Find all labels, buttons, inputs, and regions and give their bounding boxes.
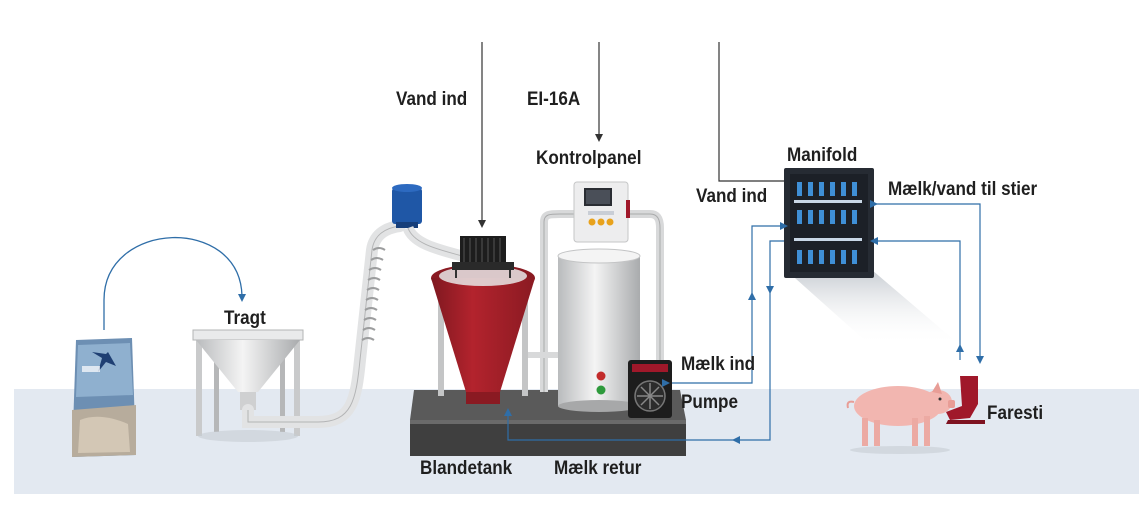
label-vand-ind-top: Vand ind [396, 89, 468, 110]
milk-circuit-lines [507, 203, 981, 441]
milk-tank [557, 248, 641, 412]
trough-icon [946, 376, 985, 424]
milk-circuit-arrows [504, 200, 984, 444]
label-vand-ind-right: Vand ind [696, 186, 768, 207]
label-manifold: Manifold [787, 145, 858, 166]
bag-to-hopper-arc [103, 236, 243, 330]
label-maelk-ind: Mælk ind [681, 354, 756, 375]
green-indicator [596, 385, 606, 395]
label-ei16a: EI-16A [527, 89, 581, 110]
water-in-manifold-line [718, 42, 792, 182]
feed-bag-icon [72, 338, 136, 457]
label-maelk-retur: Mælk retur [554, 458, 642, 479]
auger-motor-icon [392, 184, 422, 228]
auger-spiral [361, 247, 386, 341]
red-indicator [596, 371, 606, 381]
pump-icon [628, 360, 672, 418]
label-blandetank: Blandetank [420, 458, 513, 479]
mixer-motor-icon [452, 236, 514, 278]
label-pumpe: Pumpe [681, 392, 739, 413]
manifold-icon [784, 168, 960, 345]
label-tragt: Tragt [224, 308, 266, 329]
label-maelk-vand-stier: Mælk/vand til stier [888, 179, 1038, 200]
control-panel-icon [573, 181, 630, 243]
hopper-icon [192, 329, 304, 442]
label-faresti: Faresti [987, 403, 1044, 424]
label-kontrolpanel: Kontrolpanel [536, 148, 642, 169]
mixing-tank [431, 264, 535, 404]
pig-icon [846, 382, 955, 454]
